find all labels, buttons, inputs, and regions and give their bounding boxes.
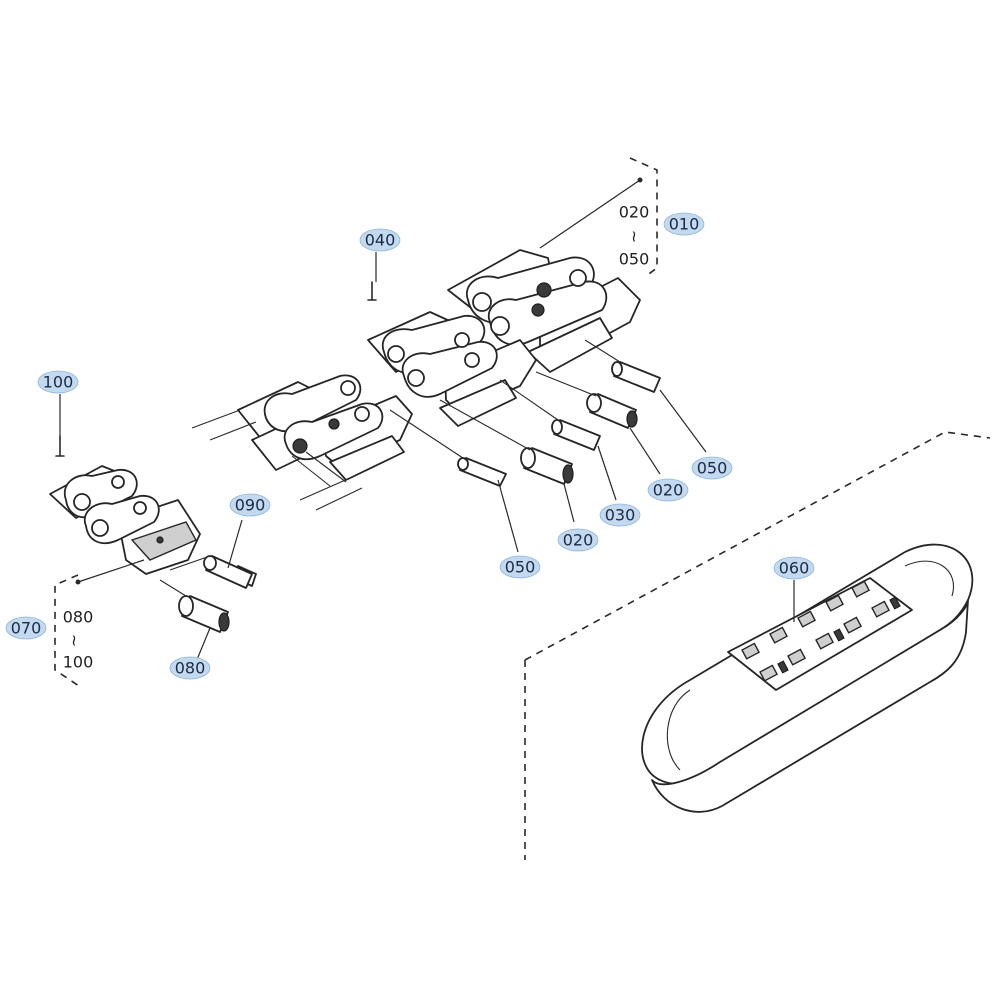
bracket-left xyxy=(54,574,83,689)
callout-070-label: 070 xyxy=(11,619,42,638)
callout-040[interactable]: 040 xyxy=(359,228,401,252)
rubber-track xyxy=(641,543,974,813)
range-note-left-to: 100 xyxy=(63,653,94,672)
callout-020-upper[interactable]: 020 xyxy=(647,478,689,502)
callout-030-label: 030 xyxy=(605,506,636,525)
callout-050-lower[interactable]: 050 xyxy=(499,555,541,579)
callout-060[interactable]: 060 xyxy=(773,556,815,580)
callout-100[interactable]: 100 xyxy=(37,370,79,394)
chain-link-left xyxy=(49,394,201,585)
assembly-lines xyxy=(159,339,621,597)
track-lugs xyxy=(741,580,901,682)
pin-090 xyxy=(203,519,257,589)
chain-link-upper xyxy=(447,177,643,373)
bushing-080 xyxy=(178,595,230,663)
chain-link-middle xyxy=(367,252,537,427)
range-note-left: 080 ≀ 100 xyxy=(63,608,94,672)
callout-050-upper-label: 050 xyxy=(697,459,728,478)
callout-090[interactable]: 090 xyxy=(229,493,271,517)
range-note-top-from: 020 xyxy=(619,203,650,222)
range-note-left-from: 080 xyxy=(63,608,94,627)
bushing-020-upper xyxy=(586,393,661,475)
callout-020-lower[interactable]: 020 xyxy=(557,528,599,552)
callout-010[interactable]: 010 xyxy=(663,212,705,236)
pin-050-upper xyxy=(611,361,707,453)
callout-020-lower-label: 020 xyxy=(563,531,594,550)
callout-040-label: 040 xyxy=(365,231,396,250)
callout-020-upper-label: 020 xyxy=(653,481,684,500)
callout-070[interactable]: 070 xyxy=(5,616,47,640)
range-note-top-separator: ≀ xyxy=(631,227,637,246)
callout-060-label: 060 xyxy=(779,559,810,578)
range-note-top: 020 ≀ 050 xyxy=(619,203,650,269)
chain-link-lower xyxy=(191,374,413,511)
bushing-020-lower xyxy=(520,447,575,523)
pin-050-lower xyxy=(457,457,519,553)
callout-050-upper[interactable]: 050 xyxy=(691,456,733,480)
callout-080-label: 080 xyxy=(175,659,206,678)
callout-080[interactable]: 080 xyxy=(169,656,211,680)
callout-100-label: 100 xyxy=(43,373,74,392)
callout-010-label: 010 xyxy=(669,215,700,234)
pin-030 xyxy=(551,419,617,501)
range-note-top-to: 050 xyxy=(619,250,650,269)
bracket-top-right xyxy=(629,157,658,277)
range-note-left-separator: ≀ xyxy=(71,631,77,650)
callout-050-lower-label: 050 xyxy=(505,558,536,577)
callout-030[interactable]: 030 xyxy=(599,503,641,527)
callout-090-label: 090 xyxy=(235,496,266,515)
bracket-track-assembly xyxy=(524,431,991,860)
